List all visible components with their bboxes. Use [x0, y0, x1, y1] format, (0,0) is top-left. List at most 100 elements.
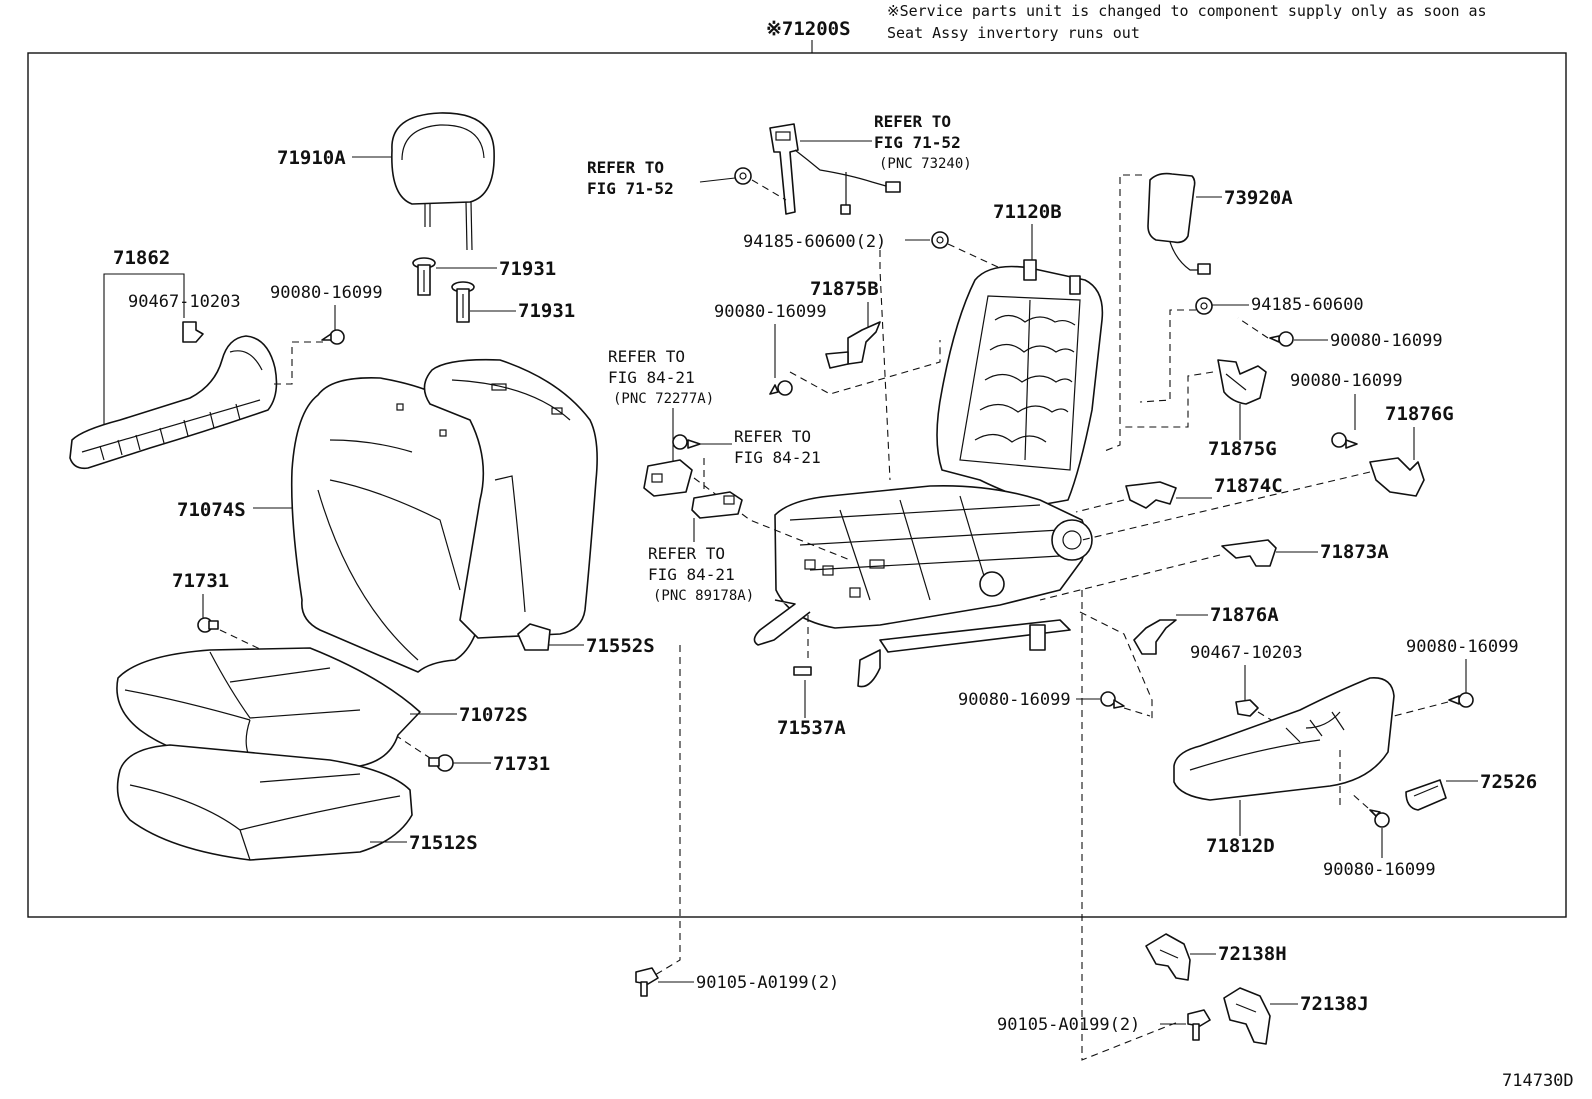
- bottom-right-screw[interactable]: [1369, 809, 1390, 828]
- lower-center-screw-path: [1123, 707, 1151, 717]
- bottom-right-screw-path: [1349, 791, 1369, 809]
- bracket-g-label[interactable]: 71875G: [1208, 438, 1277, 460]
- bracket-b-label[interactable]: 71875B: [810, 278, 879, 300]
- side-airbag-path: [1101, 174, 1142, 453]
- belt-ref-line1: REFER TO: [587, 158, 664, 177]
- headrest-illustration[interactable]: [391, 112, 495, 251]
- cover-876g-label[interactable]: 71876G: [1385, 403, 1454, 425]
- cushion-cover-label[interactable]: 71072S: [459, 704, 528, 726]
- upper-nut[interactable]: [931, 231, 949, 249]
- lower-right-screw[interactable]: [1448, 692, 1474, 708]
- center-screw[interactable]: [769, 380, 793, 396]
- cover-138j-label[interactable]: 72138J: [1300, 993, 1369, 1015]
- bracket-b[interactable]: [825, 321, 881, 369]
- lower-hook[interactable]: [428, 754, 454, 772]
- adjuster-knob[interactable]: [1405, 779, 1447, 811]
- upper-nut-label[interactable]: 94185-60600(2): [743, 232, 886, 252]
- headrest-support-b[interactable]: [451, 281, 475, 323]
- right-mid-screw[interactable]: [1331, 432, 1358, 449]
- outer-shield-illustration[interactable]: [1173, 677, 1395, 801]
- seat-frame-illustration[interactable]: [753, 259, 1104, 688]
- headrest-support-a[interactable]: [412, 257, 436, 296]
- lower-clip[interactable]: [1235, 699, 1259, 717]
- cover-138h-label[interactable]: 72138H: [1218, 943, 1287, 965]
- upper-left-screw[interactable]: [321, 329, 345, 345]
- cover-138j[interactable]: [1223, 987, 1271, 1045]
- back-cover-label[interactable]: 71074S: [177, 499, 246, 521]
- lower-left-bolt-label[interactable]: 90105-A0199(2): [696, 973, 839, 993]
- right-upper-screw-label[interactable]: 90080-16099: [1330, 331, 1443, 351]
- outer-shield-label[interactable]: 71812D: [1206, 835, 1275, 857]
- assembly-number-label[interactable]: ※71200S: [766, 18, 851, 40]
- lower-hook-label[interactable]: 71731: [493, 753, 550, 775]
- switch-ref-line2[interactable]: FIG 84-21: [734, 448, 821, 467]
- seat-frame-label[interactable]: 71120B: [993, 201, 1062, 223]
- cover-874c[interactable]: [1125, 481, 1177, 509]
- upper-left-screw-path: [273, 341, 323, 385]
- bottom-right-screw-label[interactable]: 90080-16099: [1323, 860, 1436, 880]
- right-nut[interactable]: [1195, 297, 1213, 315]
- support-b-label[interactable]: 71931: [518, 300, 575, 322]
- center-screw-label[interactable]: 90080-16099: [714, 302, 827, 322]
- belt-nut[interactable]: [734, 167, 752, 185]
- side-airbag[interactable]: [1147, 172, 1211, 275]
- lower-right-screw-label[interactable]: 90080-16099: [1406, 637, 1519, 657]
- belt-right-ref-line2[interactable]: FIG 71-52: [874, 133, 961, 152]
- cover-876a-label[interactable]: 71876A: [1210, 604, 1279, 626]
- inner-shield-leader: [103, 273, 185, 430]
- knob-label[interactable]: 72526: [1480, 771, 1537, 793]
- cover-873a[interactable]: [1221, 539, 1277, 567]
- cushion-cover-illustration[interactable]: [116, 647, 421, 767]
- side-airbag-label[interactable]: 73920A: [1224, 187, 1293, 209]
- sensor-connector[interactable]: [691, 491, 743, 519]
- spring-clip[interactable]: [793, 666, 812, 676]
- cushion-pad-illustration[interactable]: [116, 744, 413, 861]
- upper-hook-label[interactable]: 71731: [172, 570, 229, 592]
- sensor-ref-line2[interactable]: FIG 84-21: [648, 565, 735, 584]
- lower-right-bolt-label[interactable]: 90105-A0199(2): [997, 1015, 1140, 1035]
- cover-876g[interactable]: [1369, 457, 1425, 497]
- right-upper-screw[interactable]: [1269, 331, 1294, 347]
- upper-left-screw-label[interactable]: 90080-16099: [270, 283, 383, 303]
- inner-shield-label[interactable]: 71862: [113, 247, 170, 269]
- lumbar-switch[interactable]: [643, 459, 693, 497]
- right-bolt-path: [1081, 590, 1179, 1061]
- upper-hook-path: [219, 629, 263, 651]
- right-nut-path: [1139, 309, 1196, 403]
- seat-belt-buckle[interactable]: [769, 123, 901, 215]
- sensor-ref-line1: REFER TO: [648, 544, 725, 563]
- switch-ref-line1: REFER TO: [734, 427, 811, 446]
- cover-873a-path: [1039, 554, 1221, 601]
- lumbar-ref-line2[interactable]: FIG 84-21: [608, 368, 695, 387]
- switch-screw[interactable]: [672, 434, 701, 450]
- cover-874c-label[interactable]: 71874C: [1214, 475, 1283, 497]
- lower-left-bolt[interactable]: [635, 967, 659, 997]
- lower-clip-label[interactable]: 90467-10203: [1190, 643, 1303, 663]
- right-mid-screw-label[interactable]: 90080-16099: [1290, 371, 1403, 391]
- upper-nut-drop: [879, 250, 891, 481]
- lower-right-bolt[interactable]: [1187, 1009, 1211, 1041]
- cover-873a-label[interactable]: 71873A: [1320, 541, 1389, 563]
- headrest-label[interactable]: 71910A: [277, 147, 346, 169]
- upper-hook[interactable]: [197, 617, 219, 633]
- lumbar-ref-line1: REFER TO: [608, 347, 685, 366]
- right-nut-label[interactable]: 94185-60600: [1251, 295, 1364, 315]
- inner-shield-illustration[interactable]: [69, 335, 278, 470]
- cover-138h[interactable]: [1145, 933, 1191, 981]
- bracket-g[interactable]: [1217, 359, 1267, 405]
- back-pad-illustration[interactable]: [423, 358, 598, 651]
- left-bolt-path: [649, 645, 681, 979]
- support-a-label[interactable]: 71931: [499, 258, 556, 280]
- lower-center-screw-label[interactable]: 90080-16099: [958, 690, 1071, 710]
- lower-center-screw[interactable]: [1100, 691, 1125, 709]
- cushion-pad-label[interactable]: 71512S: [409, 832, 478, 854]
- lower-hook-path: [394, 734, 431, 759]
- belt-right-ref-line1: REFER TO: [874, 112, 951, 131]
- upper-clip[interactable]: [182, 321, 204, 343]
- upper-clip-label[interactable]: 90467-10203: [128, 292, 241, 312]
- cover-876a[interactable]: [1133, 619, 1177, 655]
- belt-ref-line2[interactable]: FIG 71-52: [587, 179, 674, 198]
- back-pad-label[interactable]: 71552S: [586, 635, 655, 657]
- spring-label[interactable]: 71537A: [777, 717, 846, 739]
